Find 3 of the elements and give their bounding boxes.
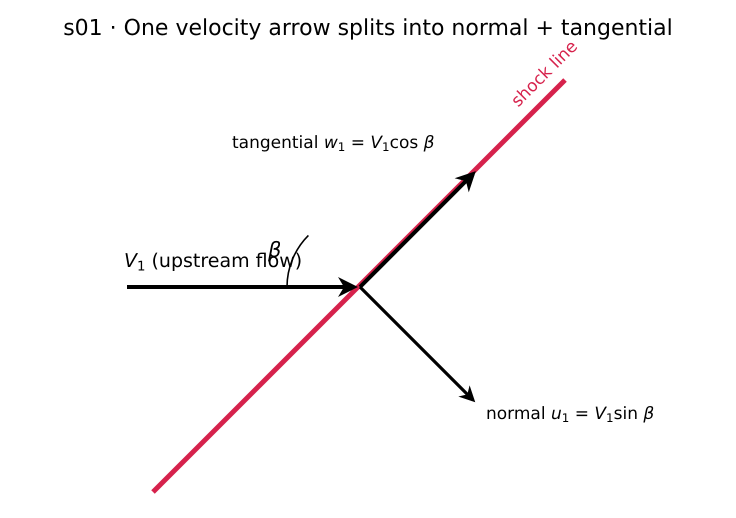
- tangential-component-label: tangential w$_{1}$ = V$_{1}$cos β: [232, 134, 434, 154]
- diagram-title: s01 · One velocity arrow splits into normal + tangential: [62, 16, 674, 41]
- normal-component-label: normal u$_{1}$ = V$_{1}$sin β: [486, 405, 654, 425]
